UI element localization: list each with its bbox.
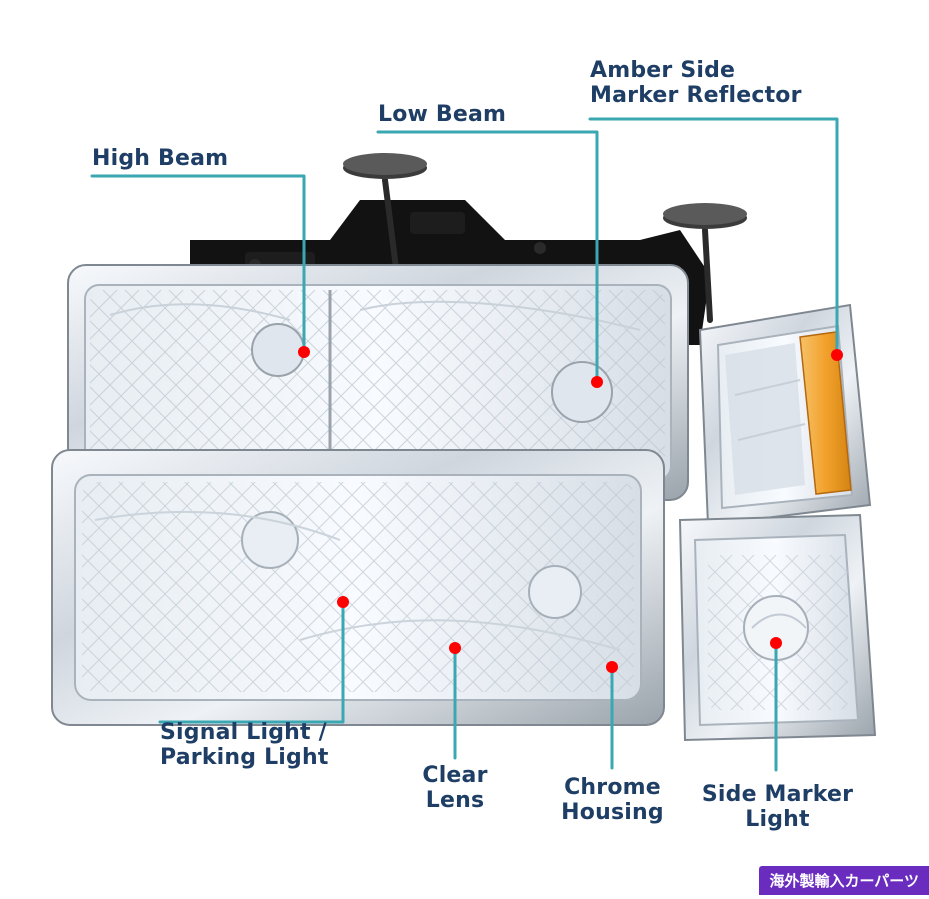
label-chrome-housing-line-1: Chrome: [564, 775, 661, 800]
label-clear-lens-line-1: Clear: [422, 763, 488, 788]
callout-line-amber-side-marker-reflector: [588, 117, 839, 357]
label-high-beam-text: High Beam: [92, 146, 229, 171]
marker-dot-signal-parking-light: [337, 596, 349, 608]
label-chrome-housing: Chrome Housing: [550, 775, 675, 826]
label-signal-parking-light-line-1: Signal Light /: [160, 720, 327, 745]
marker-dot-chrome-housing: [606, 661, 618, 673]
main-headlight: [67, 264, 689, 501]
callout-line-low-beam: [376, 130, 599, 384]
marker-dot-low-beam: [591, 376, 603, 388]
label-amber-side-marker-reflector-line-2: Marker Reflector: [590, 83, 802, 109]
label-high-beam: High Beam: [92, 146, 228, 171]
label-side-marker-light-line-1: Side Marker: [701, 782, 854, 807]
label-side-marker-light: Side Marker Light: [690, 782, 865, 833]
marker-dot-side-marker-light: [770, 637, 782, 649]
label-low-beam-text: Low Beam: [378, 102, 507, 127]
label-amber-side-marker-reflector-line-1: Amber Side: [590, 58, 736, 83]
side-marker-light-unit: [678, 513, 877, 742]
label-clear-lens: Clear Lens: [405, 763, 505, 814]
callout-line-signal-parking-light: [158, 602, 345, 724]
marker-dot-clear-lens: [449, 642, 461, 654]
label-side-marker-light-line-2: Light: [745, 807, 810, 833]
adjustment-knob-right: [663, 203, 747, 323]
label-chrome-housing-line-2: Housing: [561, 800, 664, 826]
callout-lines: [90, 117, 839, 772]
label-amber-side-marker-reflector: Amber Side Marker Reflector: [590, 58, 802, 109]
signal-parking-light: [51, 449, 665, 726]
label-clear-lens-line-2: Lens: [425, 788, 485, 814]
label-signal-parking-light: Signal Light / Parking Light: [160, 720, 329, 771]
amber-side-marker-reflector-unit: [698, 303, 872, 527]
marker-dot-high-beam: [298, 346, 310, 358]
label-low-beam: Low Beam: [378, 102, 506, 127]
marker-dot-amber-side-marker-reflector: [831, 349, 843, 361]
marketplace-badge: 海外製輸入カーパーツ: [759, 866, 929, 895]
marker-dots: [298, 346, 843, 673]
callout-line-high-beam: [90, 174, 306, 354]
label-signal-parking-light-line-2: Parking Light: [160, 745, 329, 771]
